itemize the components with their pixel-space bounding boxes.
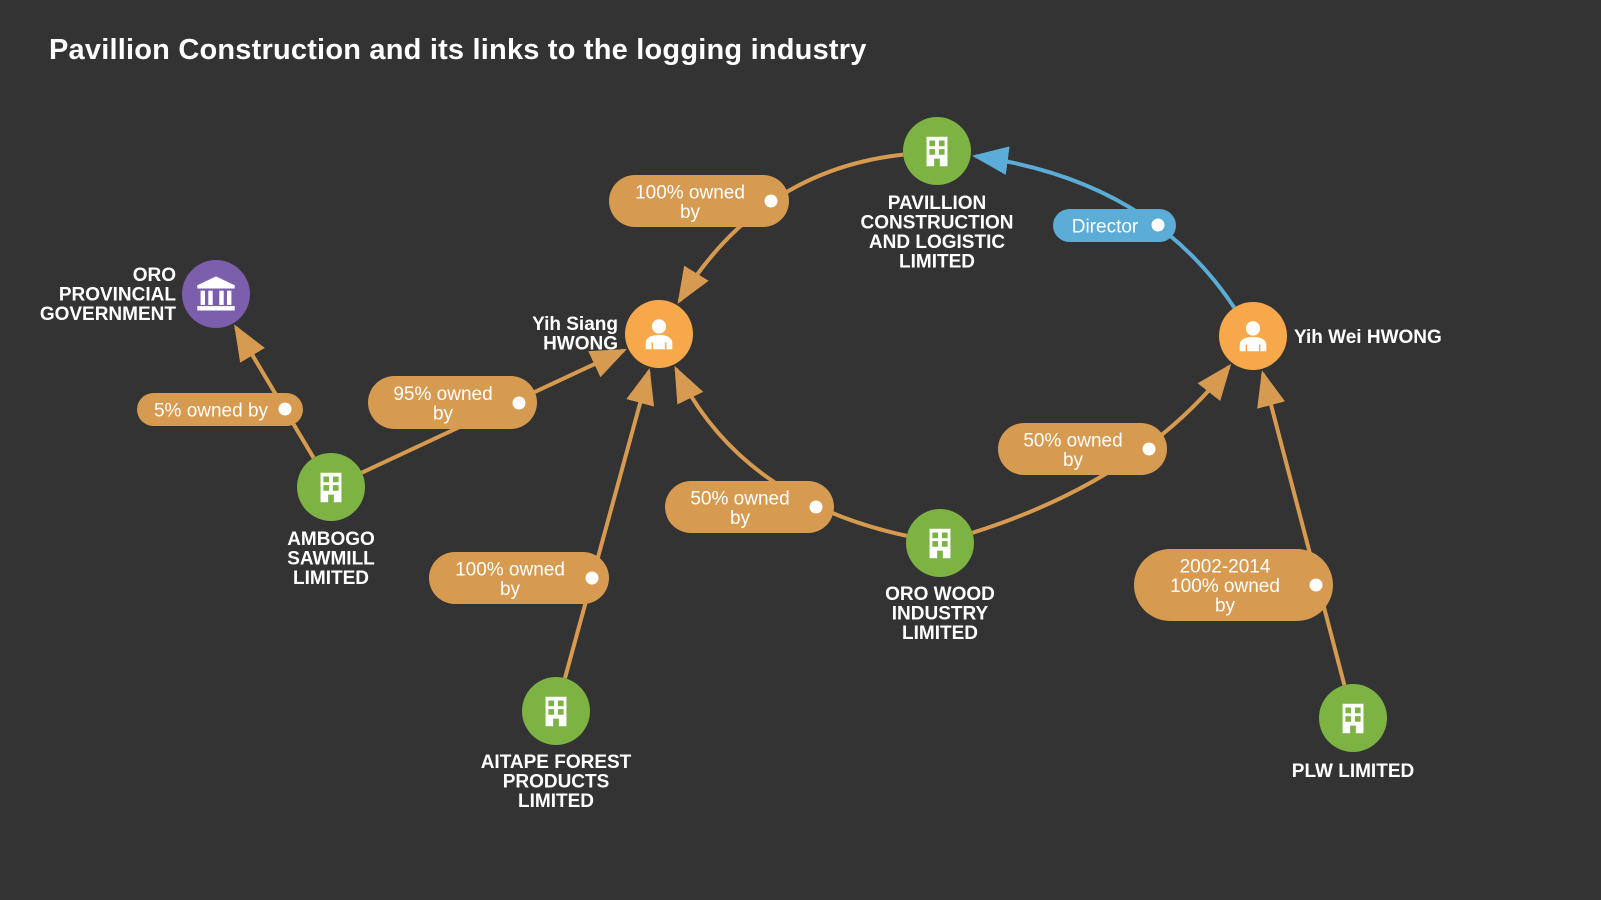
edge-label-yih_wei-to-pavillion: Director xyxy=(1053,209,1176,242)
node-label: ORO WOOD xyxy=(885,584,995,605)
node-label: AND LOGISTIC xyxy=(869,232,1005,253)
edge-label-text: 95% owned xyxy=(393,384,492,405)
edge-label-pill xyxy=(1134,549,1333,621)
node-label: INDUSTRY xyxy=(892,604,989,625)
node-label: LIMITED xyxy=(899,252,975,273)
node-label: GOVERNMENT xyxy=(40,304,177,325)
edge-yih_wei-to-pavillion xyxy=(972,146,1236,309)
node-label: SAWMILL xyxy=(287,549,375,570)
edge-label-text: 50% owned xyxy=(1023,430,1122,451)
edge-label-text: by xyxy=(1215,596,1236,617)
edge-label-pill xyxy=(998,423,1167,475)
node-label: AITAPE FOREST xyxy=(481,752,632,773)
edge-label-text: by xyxy=(730,508,751,529)
edge-label-text: 100% owned xyxy=(1170,576,1280,597)
edge-oro_wood-to-yih_siang xyxy=(674,365,908,538)
node-label: LIMITED xyxy=(902,623,978,644)
edge-ambogo-to-oro_gov xyxy=(234,324,316,459)
node-label: AMBOGO xyxy=(287,529,375,550)
edge-label-text: by xyxy=(500,579,521,600)
node-plw[interactable]: PLW LIMITED xyxy=(1292,684,1414,782)
edge-label-text: by xyxy=(680,202,701,223)
edge-label-text: 2002-2014 xyxy=(1180,557,1271,578)
node-label: PLW LIMITED xyxy=(1292,761,1414,782)
node-label: PROVINCIAL xyxy=(59,285,177,306)
node-label: PAVILLION xyxy=(888,193,987,214)
edge-label-pill xyxy=(137,393,303,426)
node-person-circle xyxy=(625,300,693,368)
node-label: LIMITED xyxy=(293,568,369,589)
node-label: ORO xyxy=(133,265,176,286)
node-government-circle xyxy=(182,260,250,328)
edge-label-dot xyxy=(512,396,526,410)
node-label: CONSTRUCTION xyxy=(860,213,1013,234)
node-label: HWONG xyxy=(543,334,618,355)
edge-label-text: Director xyxy=(1072,217,1139,238)
edge-label-dot xyxy=(1151,218,1165,232)
edge-label-dot xyxy=(764,194,778,208)
edge-label-dot xyxy=(585,571,599,585)
node-label: Yih Wei HWONG xyxy=(1294,327,1442,348)
node-label: LIMITED xyxy=(518,791,594,812)
edge-label-dot xyxy=(1142,442,1156,456)
edge-plw-to-yih_wei xyxy=(1257,370,1347,686)
edge-label-text: by xyxy=(1063,450,1084,471)
edge-aitape-to-yih_siang xyxy=(563,368,655,679)
edge-label-pill xyxy=(609,175,789,227)
node-label: Yih Siang xyxy=(532,314,618,335)
edge-label-dot xyxy=(1309,578,1323,592)
node-yih_wei[interactable]: Yih Wei HWONG xyxy=(1219,302,1442,370)
edge-label-text: 5% owned by xyxy=(154,401,269,422)
edge-label-pill xyxy=(1053,209,1176,242)
edge-label-pill xyxy=(368,376,537,429)
edge-label-pill xyxy=(665,481,834,533)
edge-label-pill xyxy=(429,552,609,604)
edge-label-ambogo-to-oro_gov: 5% owned by xyxy=(137,393,303,426)
edge-label-dot xyxy=(278,402,292,416)
edge-label-text: 50% owned xyxy=(690,488,789,509)
node-person-circle xyxy=(1219,302,1287,370)
edge-label-text: 100% owned xyxy=(455,559,565,580)
page-title: Pavillion Construction and its links to … xyxy=(49,34,867,66)
edge-label-dot xyxy=(809,500,823,514)
edge-label-text: by xyxy=(433,403,454,424)
edge-label-text: 100% owned xyxy=(635,182,745,203)
node-label: PRODUCTS xyxy=(503,772,610,793)
